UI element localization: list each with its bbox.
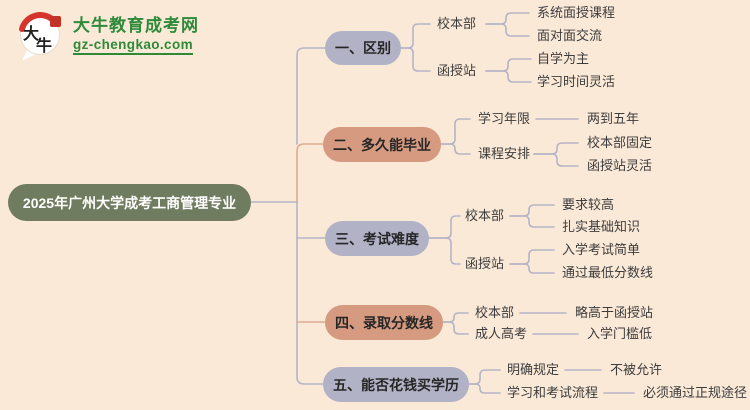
branch-node-1: 一、区别 [325,31,401,65]
branch-node-4: 四、录取分数线 [325,305,443,340]
branch2-child1-label: 学习年限 [478,111,531,126]
branch3-leaf-3: 入学考试简单 [562,242,641,257]
logo-domain: gz-chengkao.com [73,37,194,55]
logo-char-1: 大 [23,24,39,43]
branch2-child2-label: 课程安排 [478,146,531,161]
branch3-leaf-1: 要求较高 [562,197,615,212]
branch4-leaf-1: 略高于函授站 [575,305,654,320]
branch2-leaf-3: 函授站灵活 [587,158,653,173]
logo-title: 大牛教育成考网 [73,15,199,35]
branch3-leaf-2: 扎实基础知识 [562,219,641,234]
branch3-child1-label: 校本部 [465,208,505,223]
branch-node-5: 五、能否花钱买学历 [323,367,469,402]
logo-char-2: 牛 [36,36,52,55]
branch1-leaf-3: 自学为主 [537,51,590,66]
branch-node-2: 二、多久能毕业 [323,127,441,162]
branch3-leaf-4: 通过最低分数线 [562,265,654,280]
site-logo: 大 牛 大牛教育成考网 gz-chengkao.com [14,8,199,62]
branch4-leaf-2: 入学门槛低 [587,326,653,341]
branch2-leaf-1: 两到五年 [587,111,640,126]
branch1-leaf-2: 面对面交流 [537,28,603,43]
mindmap-root-node: 2025年广州大学成考工商管理专业 [8,184,251,221]
branch5-leaf-1: 不被允许 [610,362,663,377]
branch-node-3: 三、考试难度 [325,221,429,256]
branch1-leaf-1: 系统面授课程 [537,5,616,20]
branch4-child1-label: 校本部 [475,305,515,320]
branch5-leaf-2: 必须通过正规途径 [643,385,748,400]
branch1-leaf-4: 学习时间灵活 [537,74,616,89]
branch1-child1-label: 校本部 [437,16,477,31]
branch2-leaf-2: 校本部固定 [587,135,653,150]
branch5-child1-label: 明确规定 [507,362,560,377]
branch3-child2-label: 函授站 [465,256,505,271]
logo-text: 大牛教育成考网 gz-chengkao.com [73,16,199,55]
branch1-child2-label: 函授站 [437,63,477,78]
logo-bubble-icon: 大 牛 [19,12,61,61]
logo-seal-icon [50,16,61,27]
branch4-child2-label: 成人高考 [475,326,528,341]
branch5-child2-label: 学习和考试流程 [507,385,599,400]
